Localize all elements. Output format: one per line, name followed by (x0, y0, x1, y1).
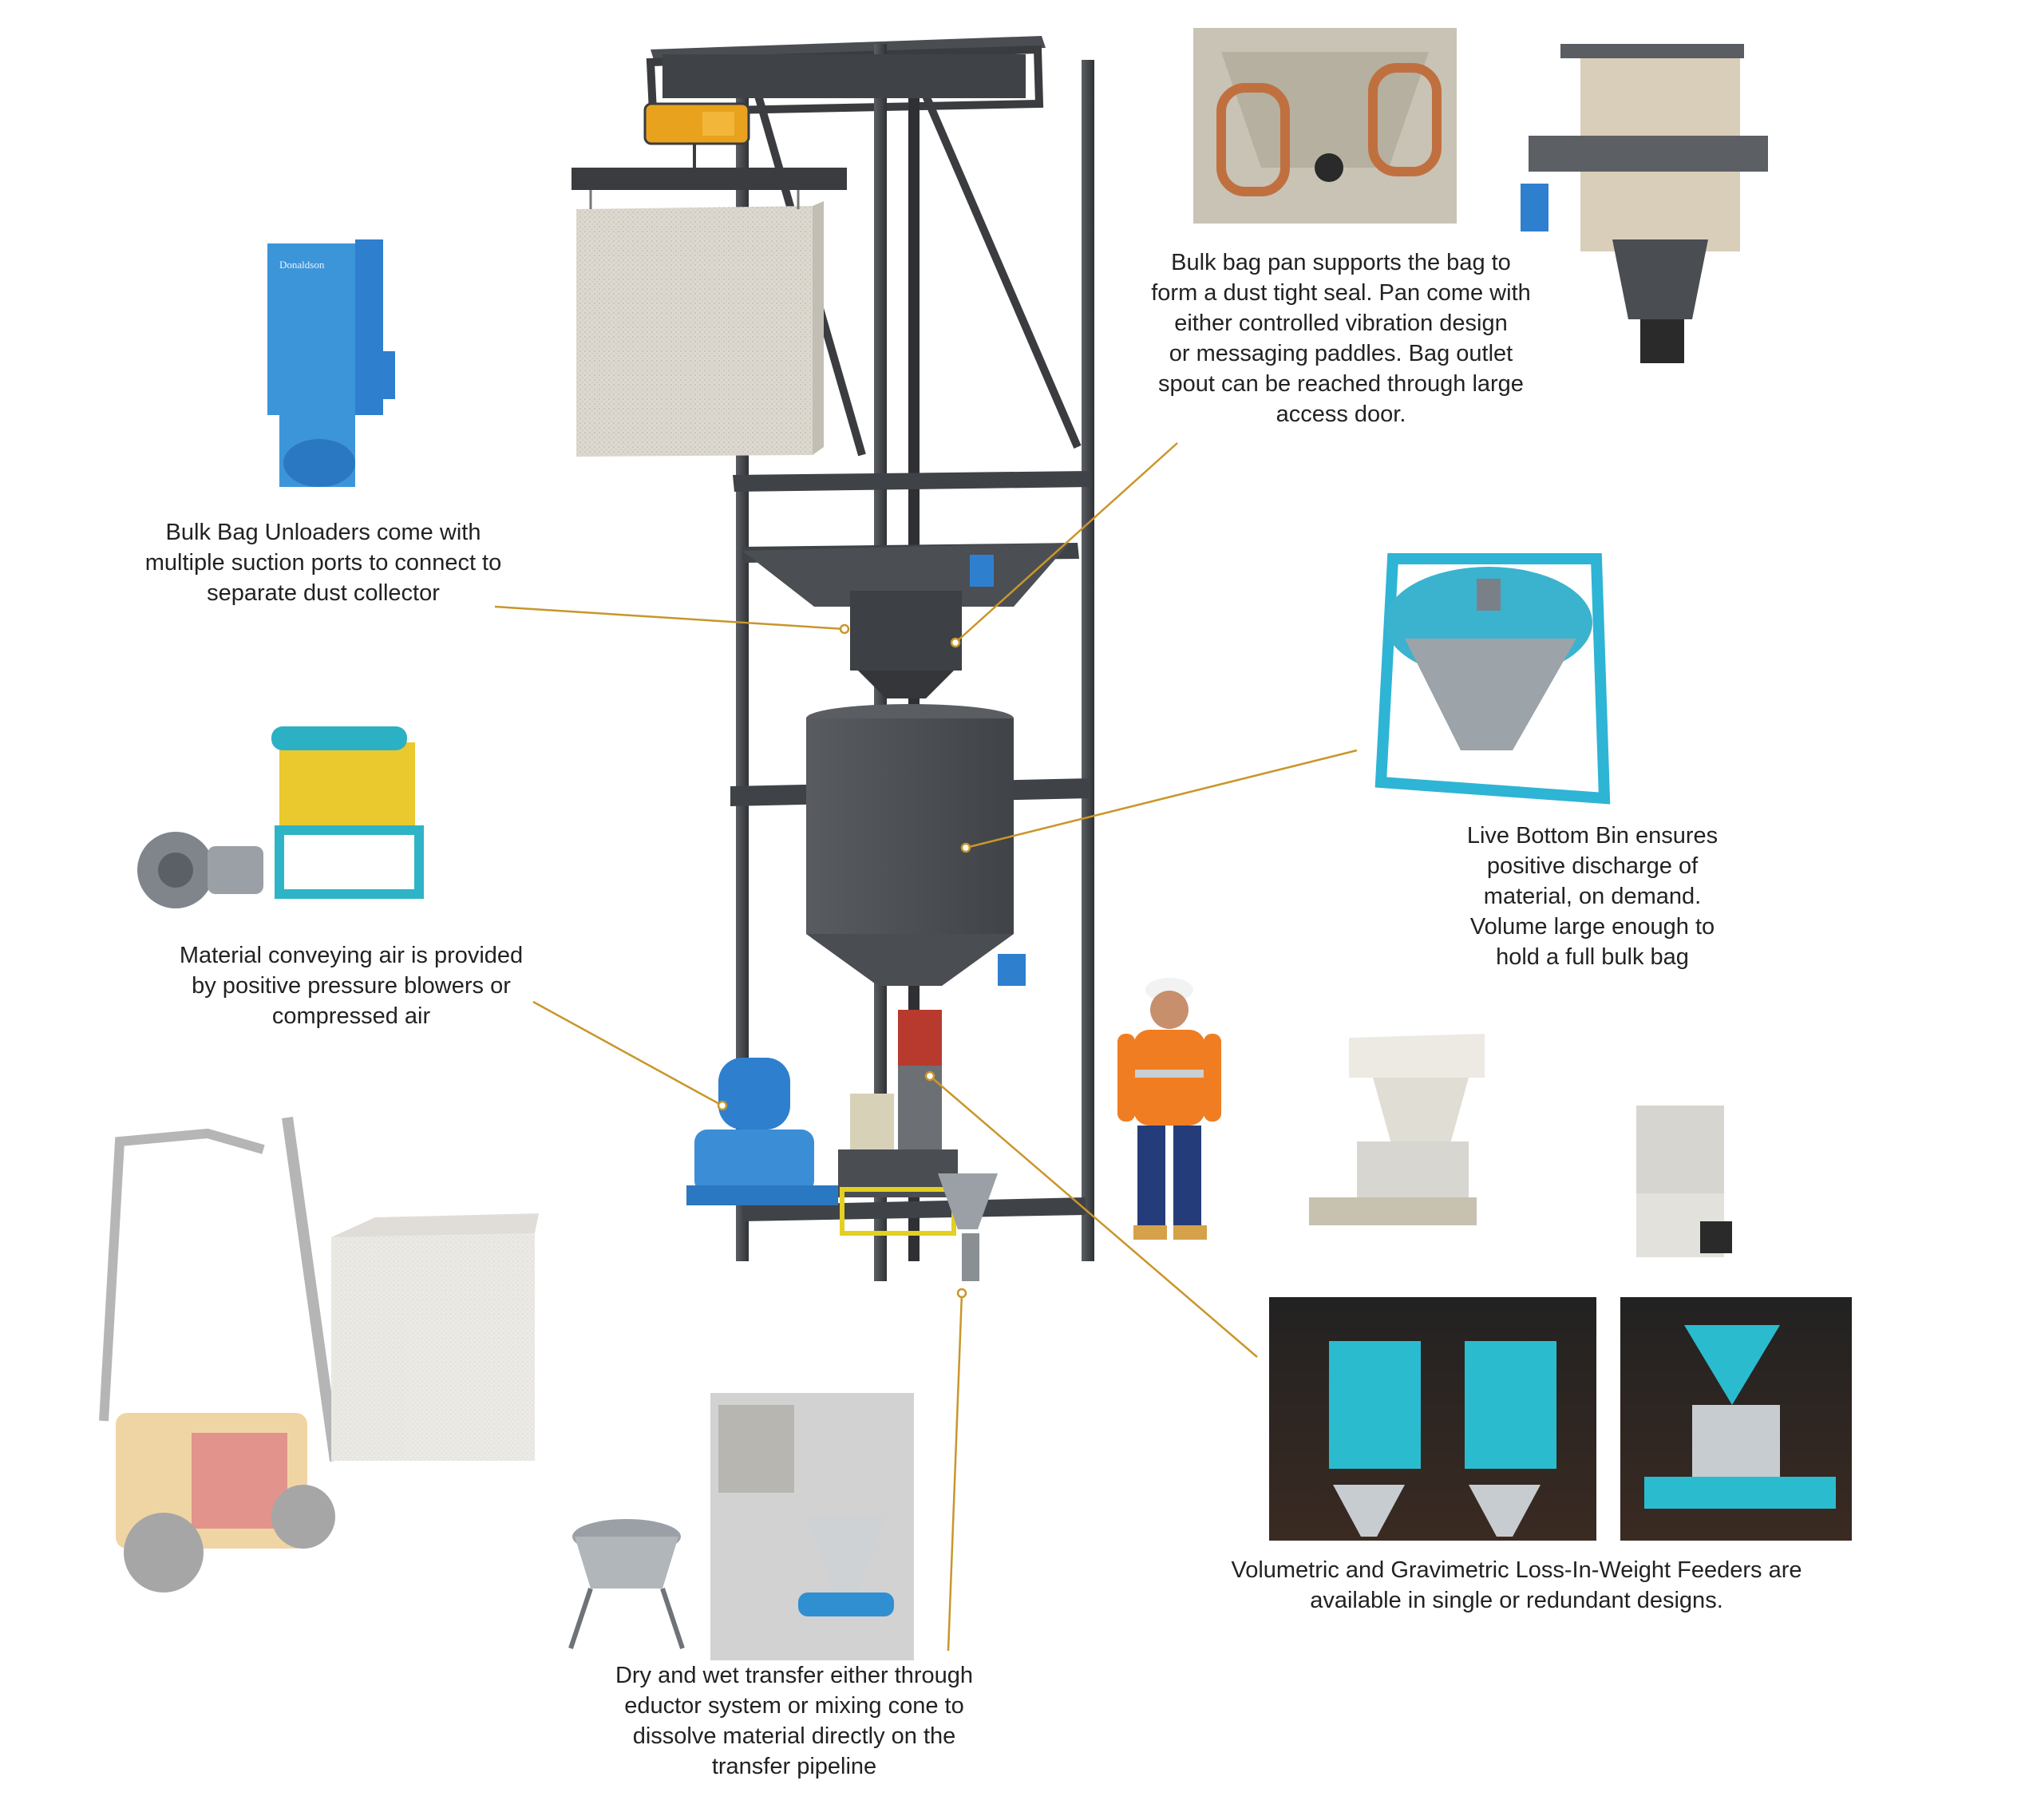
caption-feeders: Volumetric and Gravimetric Loss-In-Weigh… (1231, 1557, 1802, 1613)
endpoint-transfer (956, 1288, 967, 1299)
dust-collector-image: Donaldson (267, 239, 395, 487)
leader-blowers (532, 1000, 723, 1107)
endpoint-bag-pan (950, 637, 961, 648)
caption-unloaders: Bulk Bag Unloaders come with multiple su… (144, 520, 502, 606)
leader-unloaders (494, 605, 845, 631)
bulk-bag-pan-photo (1193, 28, 1457, 224)
leader-live-bin (965, 749, 1358, 849)
leader-bag-pan (955, 442, 1178, 643)
caption-live-bottom-bin: Live Bottom Bin ensures positive dischar… (1466, 823, 1719, 970)
transfer-images (568, 1393, 914, 1660)
live-bottom-bin (806, 704, 1026, 986)
bulk-bag (576, 190, 824, 457)
feeder-stack (838, 1010, 998, 1281)
bag-discharge-render (1521, 44, 1768, 363)
leader-lines (494, 442, 1358, 1652)
bag-pan-hopper (742, 543, 1070, 698)
forklift-image (99, 1117, 539, 1592)
endpoint-live-bin (960, 842, 971, 853)
caption-transfer: Dry and wet transfer either through educ… (615, 1663, 974, 1779)
frame-blower (686, 1058, 838, 1205)
volumetric-feeder-image (1309, 1034, 1732, 1257)
endpoint-unloaders (839, 623, 850, 635)
loss-in-weight-feeders-photo (1269, 1297, 1852, 1541)
leader-feeders (929, 1075, 1258, 1358)
worker-figure (1117, 978, 1221, 1240)
donaldson-logo: Donaldson (279, 259, 325, 271)
blowers-image (137, 726, 424, 908)
caption-conveying-air: Material conveying air is provided by po… (179, 943, 524, 1029)
live-bottom-bin-image (1374, 553, 1611, 805)
leader-transfer (947, 1292, 963, 1652)
leader-endpoints (717, 623, 971, 1299)
caption-bulk-bag-pan: Bulk bag pan supports the bag to form a … (1151, 250, 1531, 427)
endpoint-feeders (924, 1070, 935, 1082)
endpoint-blowers (717, 1100, 728, 1111)
